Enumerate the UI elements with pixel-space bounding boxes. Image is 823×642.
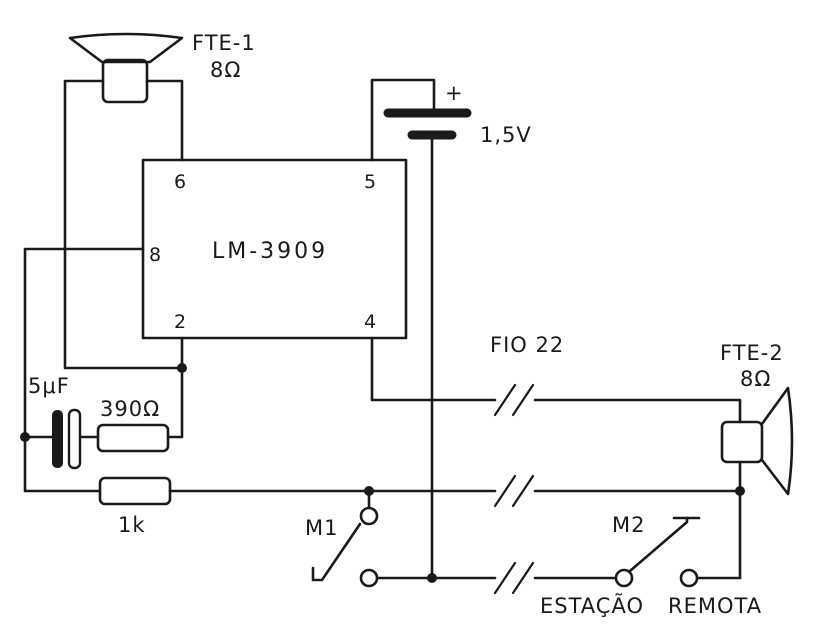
ic-pin-5: 5 [364,171,376,193]
resistor-1k-value: 1k [118,513,146,537]
ic-part-label: LM-3909 [212,239,328,264]
battery-polarity: + [445,81,464,105]
resistor-1k-icon [98,476,172,506]
wire-break-marks [493,383,535,595]
speaker-fte1-impedance: 8Ω [210,58,241,82]
ic-pin-2: 2 [174,311,186,333]
ic-pin-8: 8 [149,244,161,266]
speaker-fte2-impedance: 8Ω [740,367,771,391]
speaker-fte1-icon [68,32,184,104]
ic-pin-4: 4 [364,311,376,333]
ic-pin-6: 6 [174,171,186,193]
switch-m1-icon [311,506,379,588]
station-label: ESTAÇÃO [540,592,644,618]
capacitor-icon [52,408,82,470]
resistor-390-value: 390Ω [100,397,160,421]
switch-m1-label: M1 [305,516,338,540]
battery-voltage: 1,5V [480,123,532,147]
switch-m2-icon [614,516,701,588]
battery-icon [383,108,472,140]
junction-dots [20,363,745,583]
speaker-fte2-icon [720,386,794,496]
switch-m2-label: M2 [612,513,645,537]
speaker-fte2-name: FTE-2 [720,341,784,365]
capacitor-value: 5μF [28,374,70,398]
remote-label: REMOTA [668,594,762,618]
resistor-390-icon [96,423,170,453]
wire-gauge-label: FIO 22 [490,333,564,357]
speaker-fte1-name: FTE-1 [192,31,256,55]
